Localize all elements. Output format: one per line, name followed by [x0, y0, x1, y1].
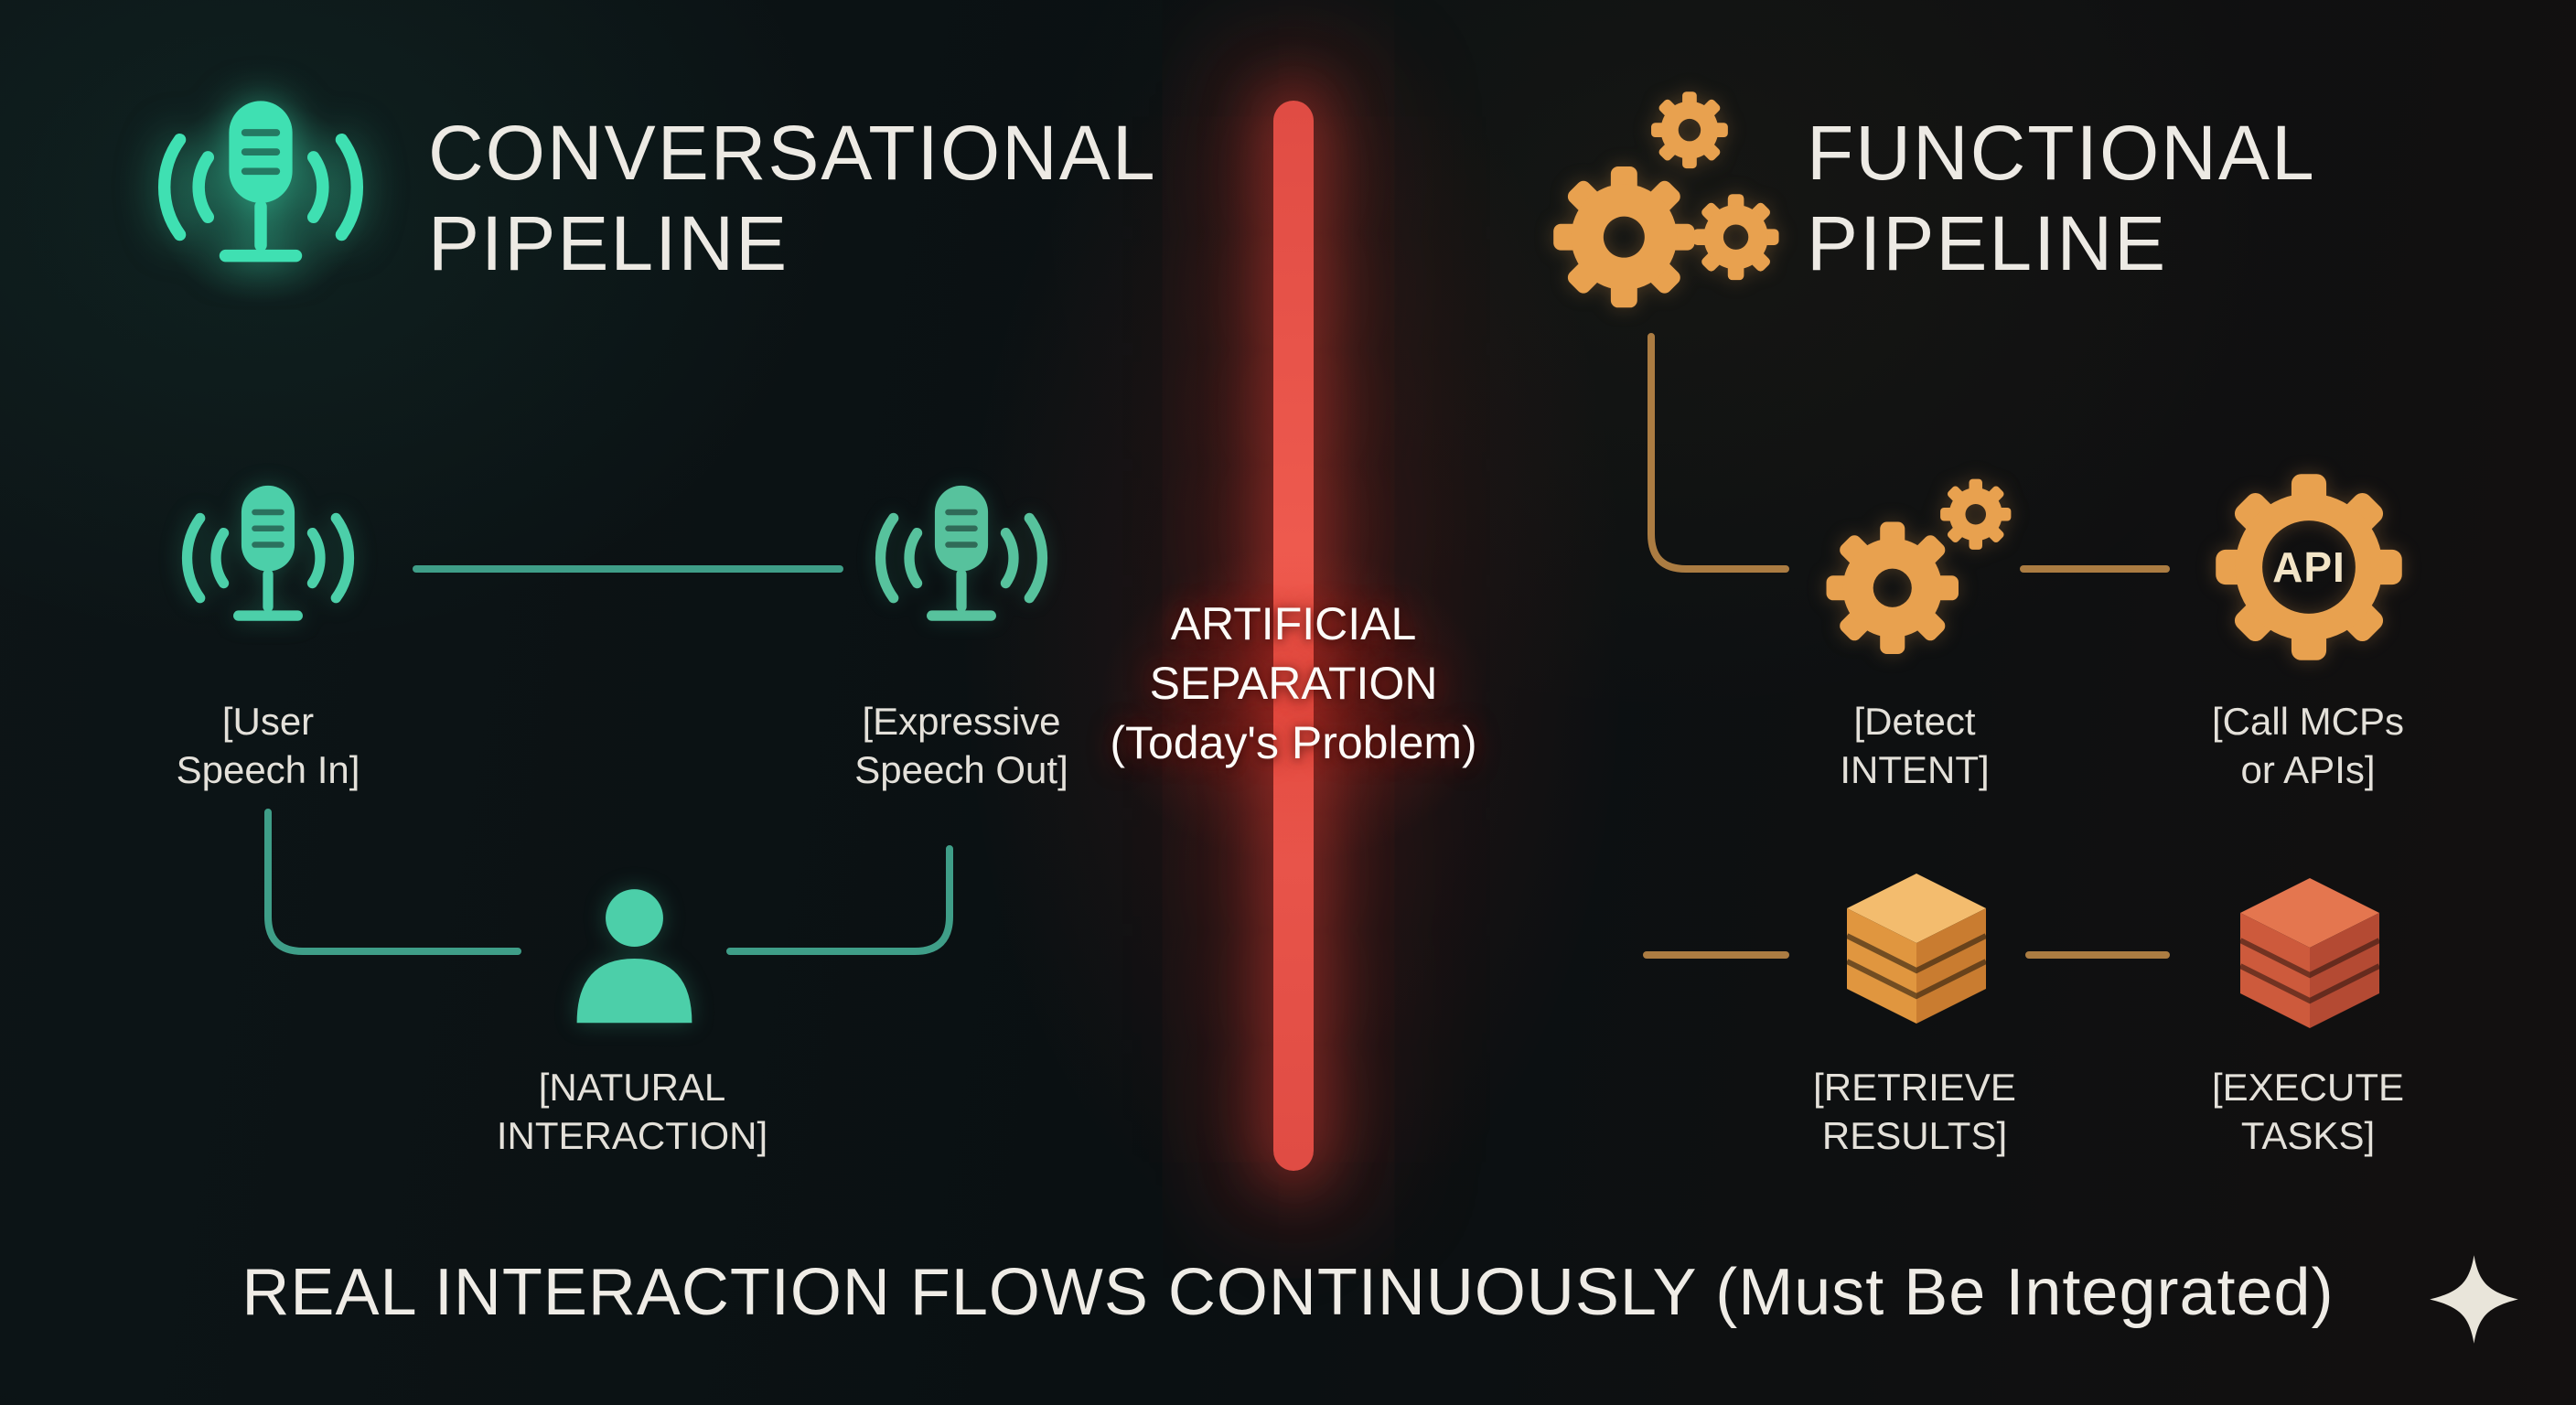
conversational-pipeline-title: CONVERSATIONAL PIPELINE: [428, 110, 1157, 287]
gears-icon: [1553, 91, 1779, 308]
functional-pipeline-title: FUNCTIONAL PIPELINE: [1807, 110, 2316, 287]
layered-stack-icon: [1825, 855, 2008, 1038]
arrow-speech-in-to-natural-interaction: [264, 809, 521, 955]
footer-caption: REAL INTERACTION FLOWS CONTINUOUSLY (Mus…: [242, 1256, 2334, 1329]
node-call-apis: API: [2212, 470, 2406, 664]
conversational-pipeline-header-icon: [110, 59, 412, 343]
node-retrieve-results-label: [RETRIEVE RESULTS]: [1813, 1066, 2016, 1157]
gears-icon: [1826, 478, 2012, 654]
node-natural-interaction: [550, 867, 719, 1050]
node-expressive-speech-out: [852, 474, 1071, 666]
node-call-apis-label: [Call MCPs or APIs]: [2211, 700, 2405, 791]
arrow-gears-to-detect-intent: [1648, 333, 1789, 573]
layered-cube-icon: [2218, 860, 2401, 1043]
sparkle-icon: [2426, 1251, 2522, 1347]
footer-sparkle: [2426, 1251, 2522, 1347]
node-user-speech-in: [158, 474, 378, 666]
functional-pipeline-header-icon: [1544, 80, 1784, 320]
microphone-waves-icon: [158, 474, 378, 666]
node-execute-tasks-label: [EXECUTE TASKS]: [2211, 1066, 2405, 1157]
separation-label: ARTIFICIAL SEPARATION (Today's Problem): [1110, 598, 1477, 768]
node-detect-intent: [1820, 471, 2012, 663]
arrow-natural-interaction-to-speech-out: [726, 845, 953, 955]
separation-bar: [1273, 101, 1314, 1171]
node-natural-interaction-label: [NATURAL INTERACTION]: [496, 1066, 768, 1157]
node-execute-tasks: [2218, 860, 2401, 1043]
node-retrieve-results: [1825, 855, 2008, 1038]
node-expressive-speech-out-label: [Expressive Speech Out]: [854, 700, 1068, 791]
microphone-waves-icon: [137, 87, 384, 316]
person-icon: [550, 867, 719, 1050]
node-detect-intent-label: [Detect INTENT]: [1840, 700, 1990, 791]
microphone-waves-icon: [852, 474, 1071, 666]
node-user-speech-in-label: [User Speech In]: [176, 700, 360, 791]
api-badge: API: [2272, 543, 2345, 591]
